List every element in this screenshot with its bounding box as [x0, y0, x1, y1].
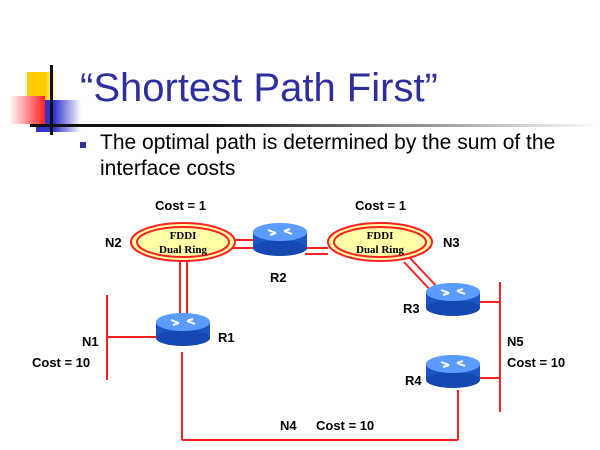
fddi-ring-n3: FDDI Dual Ring — [327, 222, 433, 262]
r1-label: R1 — [218, 330, 235, 345]
links — [106, 239, 501, 441]
bullet-text: The optimal path is determined by the su… — [100, 131, 556, 180]
n4-label: N4 — [280, 418, 297, 433]
r2-label: R2 — [270, 270, 287, 285]
router-r4-icon — [425, 354, 481, 389]
n1-label: N1 — [82, 334, 99, 349]
n3-label: N3 — [443, 235, 460, 250]
router-r2-icon — [252, 222, 308, 257]
n3-cost: Cost = 1 — [355, 198, 406, 213]
r4-label: R4 — [405, 373, 422, 388]
fddi-ring-n2: FDDI Dual Ring — [130, 222, 236, 262]
n5-label: N5 — [507, 334, 524, 349]
svg-text:Dual Ring: Dual Ring — [159, 244, 207, 256]
router-r1-icon — [155, 312, 211, 347]
n5-cost: Cost = 10 — [507, 355, 565, 370]
title-rule — [30, 124, 600, 127]
n2-cost: Cost = 1 — [155, 198, 206, 213]
n1-cost: Cost = 10 — [32, 355, 90, 370]
slide-title: “Shortest Path First” — [80, 66, 438, 110]
svg-text:Dual Ring: Dual Ring — [356, 244, 404, 256]
r3-label: R3 — [403, 301, 420, 316]
bullet-icon — [80, 142, 86, 148]
n2-label: N2 — [105, 235, 122, 250]
svg-text:FDDI: FDDI — [367, 230, 394, 242]
svg-text:FDDI: FDDI — [170, 230, 197, 242]
router-r3-icon — [425, 282, 481, 317]
n4-cost: Cost = 10 — [316, 418, 374, 433]
